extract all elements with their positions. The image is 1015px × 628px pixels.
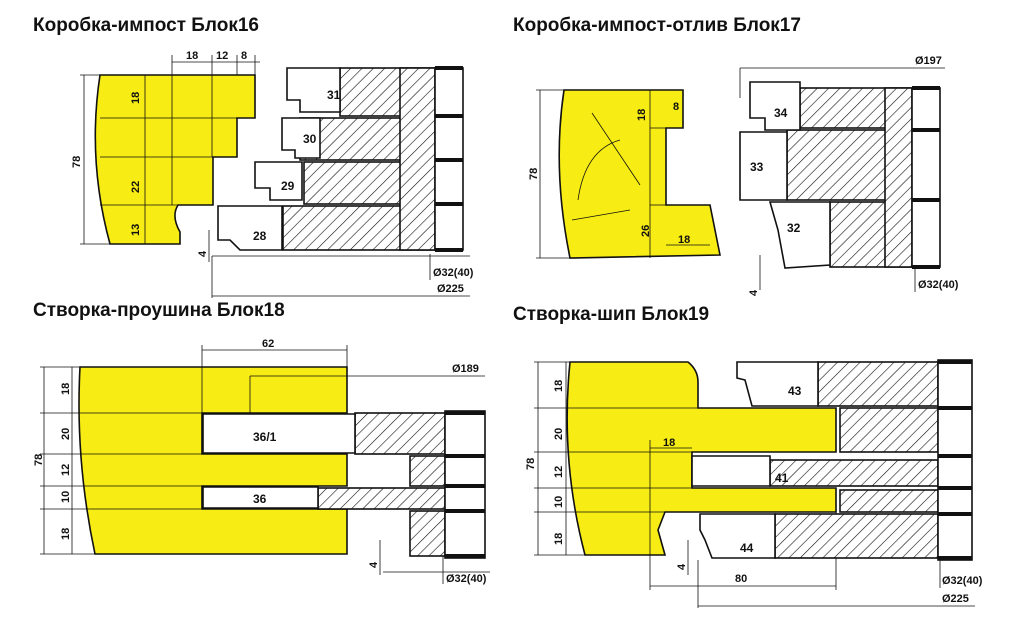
block17-dim-offset: 4	[748, 289, 760, 296]
block17-dim-total: 78	[528, 168, 540, 180]
block16-knife-29: 29	[281, 179, 295, 193]
block18-profile	[78, 366, 348, 555]
block16-dia: Ø225	[437, 283, 464, 295]
block16-dim-h3: 8	[241, 50, 247, 62]
block19-bore: Ø32(40)	[942, 575, 983, 587]
block18-bore: Ø32(40)	[446, 573, 487, 585]
block17-dim-h-lower: 18	[678, 234, 690, 246]
block19-dim-v1: 18	[553, 380, 565, 392]
block16-dim-total: 78	[71, 156, 83, 168]
block16-diagram: 18 12 8 18 22 13 78 4	[71, 50, 474, 298]
block18-dim-v2: 20	[60, 428, 72, 440]
block17-dim-h-small: 8	[673, 101, 679, 113]
block19-dim-width: 80	[735, 573, 747, 585]
block17-profile	[558, 89, 721, 259]
block17-diagram: 18 26 8 18 78 4 Ø197 34 33 32	[528, 55, 959, 296]
block19-dim-v2: 20	[553, 428, 565, 440]
block19-knife-41: 41	[775, 471, 789, 485]
block16-profile	[94, 74, 256, 245]
block16-dim-v2: 22	[130, 181, 142, 193]
block19-knife-44: 44	[740, 541, 754, 555]
block17-dim-v1: 18	[636, 109, 648, 121]
block19-dim-v5: 18	[553, 533, 565, 545]
block18-knife-36: 36	[253, 492, 267, 506]
block18-cutter: 36/1 36	[202, 410, 486, 559]
block18-dim-v5: 18	[60, 528, 72, 540]
block17-knife-32: 32	[787, 221, 801, 235]
block19-dia: Ø225	[942, 593, 969, 605]
block19-diagram: 78 18 20 12 10 18 18 80 4 4	[525, 359, 983, 608]
block18-knife-36-1: 36/1	[253, 430, 277, 444]
block19-dim-offset: 4	[676, 563, 688, 570]
block16-dim-v3: 13	[130, 224, 142, 236]
block19-cutter: 43 41 44	[691, 359, 973, 561]
block18-dim-v3: 12	[60, 464, 72, 476]
block19-knife-43: 43	[788, 384, 802, 398]
block16-knife-31: 31	[327, 88, 341, 102]
block16-cutter: 31 30 29 28	[217, 66, 464, 252]
block18-dim-offset: 4	[368, 561, 380, 568]
panel-title-block18: Створка-проушина Блок18	[33, 300, 285, 321]
block18-diagram: 78 18 20 12 10 18 62 Ø189 36/1 36	[33, 338, 490, 585]
block17-dia: Ø197	[915, 55, 942, 67]
block16-dim-v1: 18	[130, 92, 142, 104]
panel-title-block19: Створка-шип Блок19	[513, 304, 710, 325]
panel-title-block17: Коробка-импост-отлив Блок17	[513, 15, 801, 36]
block17-knife-33: 33	[750, 160, 764, 174]
block19-dim-v3: 12	[553, 466, 565, 478]
block16-knife-30: 30	[303, 132, 317, 146]
block17-bore: Ø32(40)	[918, 279, 959, 291]
block18-dim-v4: 10	[60, 491, 72, 503]
panel-title-block16: Коробка-импост Блок16	[33, 15, 259, 36]
block19-dim-v4: 10	[553, 496, 565, 508]
block16-dim-h1: 18	[186, 50, 198, 62]
block18-dim-v1: 18	[60, 383, 72, 395]
block18-dim-width: 62	[262, 338, 274, 350]
block17-dim-v2: 26	[640, 225, 652, 237]
block18-dim-total: 78	[33, 454, 45, 466]
block19-dim-h-tenon: 18	[663, 437, 675, 449]
block18-dia: Ø189	[452, 363, 479, 375]
block17-cutter: 34 33 32	[739, 81, 941, 269]
block16-dim-offset: 4	[197, 250, 209, 257]
block19-dim-total: 78	[525, 458, 537, 470]
block16-bore: Ø32(40)	[433, 267, 474, 279]
block16-dim-h2: 12	[216, 50, 228, 62]
block16-knife-28: 28	[253, 229, 267, 243]
block17-knife-34: 34	[774, 106, 788, 120]
